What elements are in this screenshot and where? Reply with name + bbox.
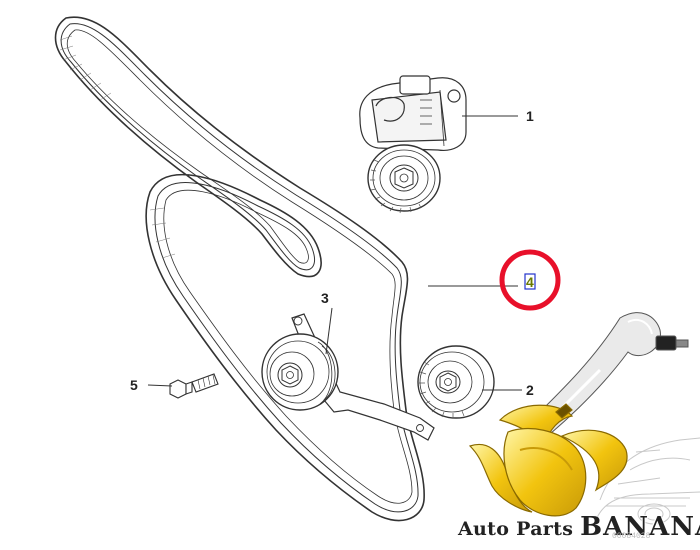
belt-tensioner [359, 75, 467, 151]
callout-1: 1 [526, 108, 534, 124]
callout-3: 3 [321, 290, 329, 306]
callout-4: 4 [526, 274, 534, 290]
leader-lines [147, 115, 522, 391]
highlight-ring [499, 249, 561, 311]
mounting-bolt [169, 373, 219, 399]
tensioner-pulley [367, 144, 441, 214]
drive-belt [54, 16, 425, 522]
brand-name: BANANA [580, 512, 700, 542]
car-outline-watermark [595, 437, 700, 525]
idler-pulley-with-bracket [261, 313, 435, 441]
callout-2: 2 [526, 382, 534, 398]
idler-pulley-right [417, 345, 495, 419]
brand-watermark: Auto Parts BANANA [458, 512, 700, 542]
callout-5: 5 [130, 377, 138, 393]
banana-logo-icon [468, 403, 628, 517]
brand-prefix: Auto Parts [458, 518, 581, 540]
highlight-box [524, 273, 536, 290]
doc-number: 00084028 [612, 532, 651, 541]
